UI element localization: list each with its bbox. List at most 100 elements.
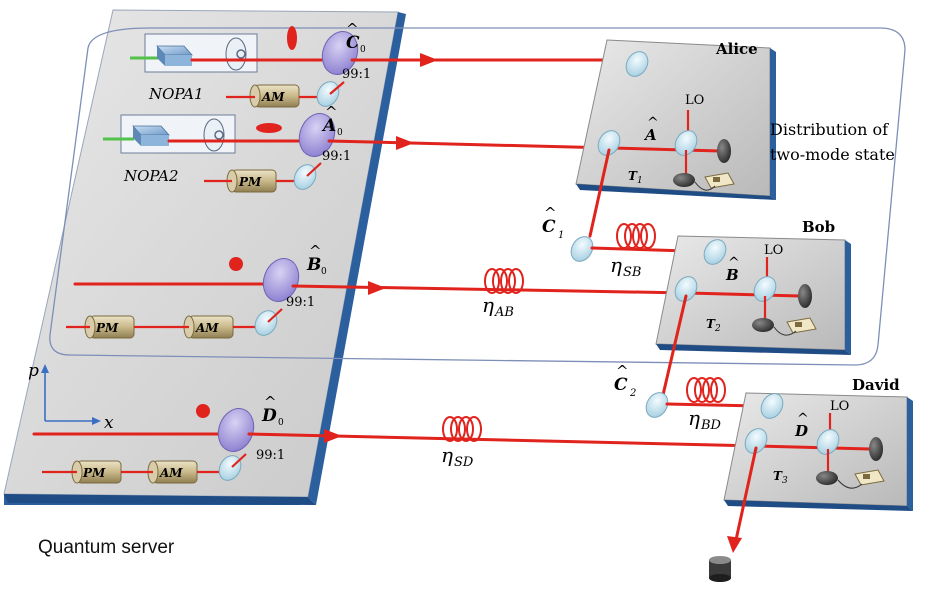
svg-text:PM: PM	[95, 321, 119, 335]
d0-sub: 0	[278, 418, 284, 428]
c2-sub: 2	[629, 388, 636, 399]
fiber-coil-sd	[442, 416, 482, 442]
c0-label: C	[346, 33, 360, 53]
b0-label: B	[306, 255, 321, 275]
david-meter-icon	[854, 469, 885, 486]
david-input-mirror	[760, 393, 784, 419]
svg-text:^: ^	[264, 393, 277, 411]
bob-lo-label: LO	[764, 243, 783, 258]
fiber-coil-ab	[484, 268, 524, 294]
phase-space-axes	[41, 364, 101, 425]
svg-text:^: ^	[325, 103, 338, 121]
c2-label: C	[614, 375, 628, 395]
bob-detector-1	[798, 284, 812, 308]
alice-name: Alice	[715, 40, 758, 58]
david-lo-label: LO	[830, 399, 849, 414]
distribution-line2: two-mode state	[770, 145, 895, 164]
alice-homodyne-bs	[674, 130, 698, 156]
bob-meter-icon	[786, 317, 817, 334]
svg-text:^: ^	[309, 242, 322, 260]
a0-squeezing-ellipse	[256, 123, 282, 133]
output-detector	[709, 556, 731, 582]
bob-name: Bob	[802, 218, 835, 236]
svg-text:3: 3	[782, 476, 788, 486]
eta-sb-sub: SB	[623, 265, 641, 280]
a0-sub: 0	[337, 128, 343, 138]
d0-mirror	[218, 455, 242, 481]
bob-input-mirror	[703, 239, 727, 265]
eta-sd-sub: SD	[454, 455, 474, 470]
fiber-coil-bd	[686, 377, 726, 403]
b0-sub: 0	[321, 267, 327, 277]
alice-mode-label: A	[643, 126, 657, 144]
svg-text:^: ^	[346, 20, 359, 38]
b0-ratio: 99:1	[286, 295, 315, 310]
distribution-region-outline	[49, 27, 906, 366]
nopa2-pm-modulator: PM	[226, 169, 277, 193]
nopa1-label: NOPA1	[148, 85, 204, 103]
svg-text:PM: PM	[82, 466, 106, 480]
b0-coherent-dot	[229, 257, 243, 271]
svg-text:2: 2	[714, 324, 721, 334]
c0-sub: 0	[360, 45, 366, 55]
svg-text:PM: PM	[238, 175, 262, 189]
quantum-server-board	[3, 9, 406, 505]
alice-input-mirror	[625, 51, 649, 77]
b0-am-modulator: AM	[183, 315, 234, 339]
david-t3-label: T	[773, 469, 783, 483]
nopa1-mirror	[316, 81, 340, 107]
d0-ratio: 99:1	[256, 448, 285, 463]
d0-beamsplitter	[217, 408, 255, 452]
svg-text:AM: AM	[261, 90, 285, 104]
c0-squeezing-ellipse	[287, 26, 297, 50]
nopa1-am-modulator: AM	[249, 84, 300, 108]
eta-bd-label: η	[688, 406, 700, 430]
c0-beam-arrow	[420, 53, 438, 67]
eta-ab-sub: AB	[494, 305, 514, 320]
c1-mirror	[570, 236, 594, 262]
svg-text:AM: AM	[159, 466, 183, 480]
david-name: David	[852, 376, 900, 394]
d0-label: D	[261, 406, 277, 426]
a0-ratio: 99:1	[322, 149, 351, 164]
svg-text:1: 1	[637, 176, 643, 186]
david-homodyne-bs	[816, 429, 840, 455]
b0-mirror	[254, 310, 278, 336]
alice-lo-label: LO	[685, 93, 704, 108]
axis-p-label: p	[28, 361, 39, 381]
svg-text:^: ^	[647, 115, 659, 131]
nopa2-cavity	[103, 114, 236, 154]
c1-sub: 1	[558, 230, 564, 241]
eta-ab-label: η	[482, 293, 494, 317]
eta-sd-label: η	[441, 443, 453, 467]
nopa2-label: NOPA2	[123, 167, 179, 185]
bob-t2-label: T	[706, 317, 716, 331]
alice-detector-1	[717, 139, 731, 163]
nopa2-mirror	[293, 164, 317, 190]
a0-label: A	[321, 116, 336, 136]
alice-t1-beamsplitter	[597, 130, 621, 156]
d0-pm-modulator: PM	[71, 460, 122, 484]
b0-beam-arrow	[368, 281, 386, 295]
a0-beam-arrow	[396, 136, 414, 150]
david-detector-2	[816, 471, 838, 485]
eta-sb-label: η	[610, 253, 622, 277]
c1-label: C	[542, 217, 556, 237]
fiber-coil-sb	[616, 223, 656, 249]
eta-bd-sub: BD	[700, 418, 722, 433]
distribution-line1: Distribution of	[770, 120, 889, 139]
b0-pm-modulator: PM	[84, 315, 135, 339]
c2-mirror	[645, 392, 669, 418]
nopa1-cavity	[130, 33, 258, 73]
david-t3-beamsplitter	[744, 428, 768, 454]
david-mode-label: D	[794, 422, 808, 440]
alice-t1-label: T	[628, 169, 638, 183]
svg-text:^: ^	[544, 204, 557, 222]
d0-coherent-dot	[196, 404, 210, 418]
svg-text:AM: AM	[195, 321, 219, 335]
c0-ratio: 99:1	[342, 67, 371, 82]
d0-beam-arrow	[324, 429, 342, 443]
bob-detector-2	[752, 318, 774, 332]
alice-detector-2	[673, 173, 695, 187]
